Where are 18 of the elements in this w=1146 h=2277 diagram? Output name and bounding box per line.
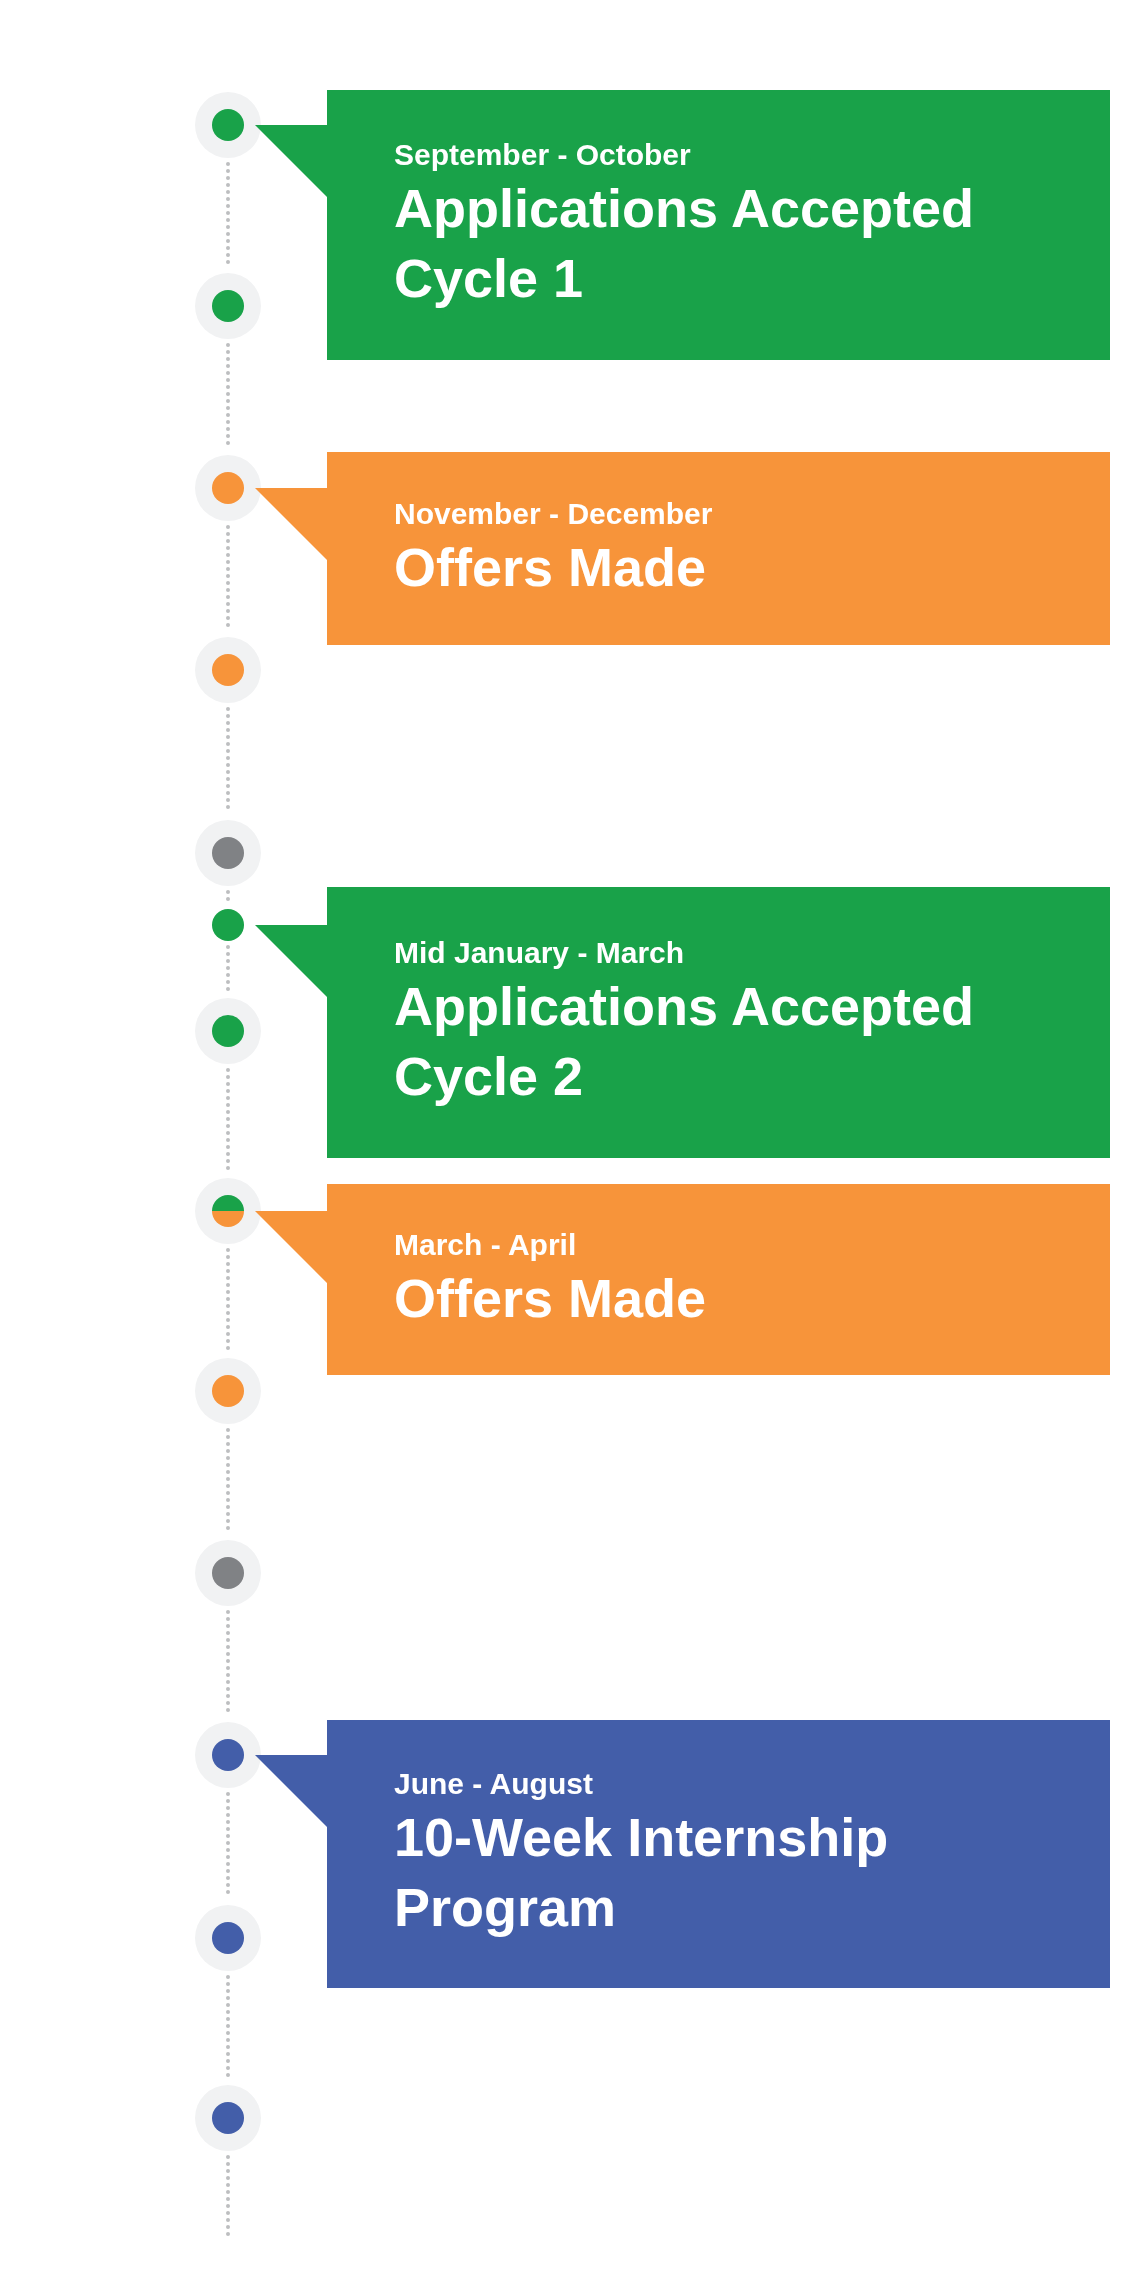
callout-box xyxy=(255,90,1110,360)
date-range: March - April xyxy=(394,1226,577,1263)
callout-box xyxy=(255,1720,1110,1988)
callout-box xyxy=(255,452,1110,645)
date-range: September - October xyxy=(394,137,691,173)
phase-title: 10-Week Internship Program xyxy=(394,1806,890,1939)
timeline-dot xyxy=(212,909,244,941)
phase-title: Applications Accepted Cycle 2 xyxy=(394,974,976,1108)
date-range: November - December xyxy=(394,495,713,532)
phase-title: Offers Made xyxy=(394,535,707,599)
callout-box xyxy=(255,1184,1110,1375)
callout-box xyxy=(255,887,1110,1158)
phase-title: Applications Accepted Cycle 1 xyxy=(394,177,976,310)
phase-title: Offers Made xyxy=(394,1266,707,1330)
date-range: Mid January - March xyxy=(394,934,685,971)
date-range: June - August xyxy=(394,1766,593,1802)
dotted-connector xyxy=(226,2155,230,2239)
dotted-connector xyxy=(226,945,230,994)
